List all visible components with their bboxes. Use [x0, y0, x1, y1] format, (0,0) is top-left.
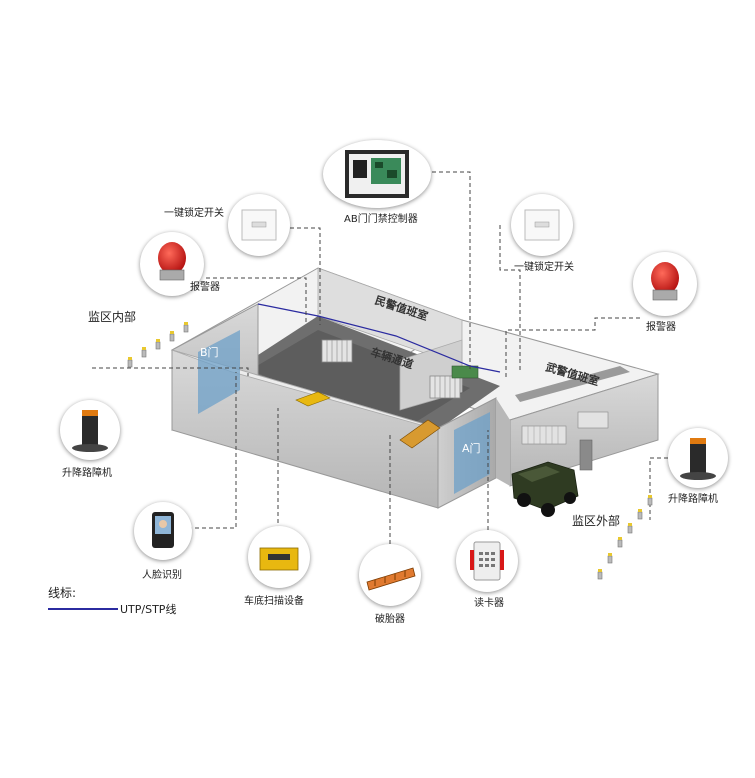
controller-icon	[345, 150, 409, 198]
outside-bollard-row	[597, 495, 653, 580]
utp-cable-route	[257, 303, 501, 373]
lock-switch-left-label: 一键锁定开关	[164, 208, 224, 219]
leader-lines	[92, 171, 668, 544]
lock-switch-left-thumb	[228, 194, 290, 256]
card-reader-icon	[470, 541, 504, 581]
military-jeep	[511, 461, 579, 517]
legend-line-label: UTP/STP线	[120, 603, 177, 616]
tire-breaker-thumb	[359, 544, 421, 606]
card-reader-label: 读卡器	[474, 598, 504, 609]
bollard-left-label: 升降路障机	[62, 468, 112, 479]
lock-switch-right-thumb	[511, 194, 573, 256]
bollard-icon	[680, 438, 716, 480]
door-b-label: B门	[200, 346, 219, 359]
lock-switch-icon	[241, 209, 277, 241]
bollard-right-thumb	[668, 428, 728, 488]
door-a-label: A门	[462, 442, 481, 455]
card-reader-thumb	[456, 530, 518, 592]
face-recognition-label: 人脸识别	[142, 570, 182, 581]
alarm-light-icon	[158, 242, 186, 281]
zone-outside-label: 监区外部	[572, 514, 621, 528]
door-b-glass	[198, 330, 240, 414]
alarm-right-thumb	[633, 252, 697, 316]
controller-thumb	[323, 140, 431, 208]
bollard-icon	[72, 410, 108, 452]
undercar-scanner-label: 车底扫描设备	[244, 596, 304, 607]
alarm-left-label: 报警器	[190, 282, 220, 293]
inside-bollard-row	[127, 322, 189, 368]
face-recognition-thumb	[134, 502, 192, 560]
armed-room-door	[579, 439, 593, 471]
alarm-right-label: 报警器	[646, 322, 676, 333]
building	[170, 267, 660, 509]
legend-title: 线标:	[48, 586, 77, 600]
bollard-right-label: 升降路障机	[668, 494, 718, 505]
lock-switch-right-label: 一键锁定开关	[514, 262, 574, 273]
door-a-glass	[454, 412, 490, 494]
scanner-icon	[259, 547, 299, 571]
zone-inside-label: 监区内部	[88, 310, 137, 324]
tire-breaker-icon	[366, 567, 416, 591]
tire-breaker-label: 破胎器	[375, 614, 405, 625]
face-terminal-icon	[152, 512, 174, 548]
lock-switch-icon	[524, 209, 560, 241]
bollard-left-thumb	[60, 400, 120, 460]
controller-label: AB门门禁控制器	[344, 214, 418, 225]
alarm-left-thumb	[140, 232, 204, 296]
undercar-scanner-thumb	[248, 526, 310, 588]
alarm-light-icon	[651, 262, 679, 301]
